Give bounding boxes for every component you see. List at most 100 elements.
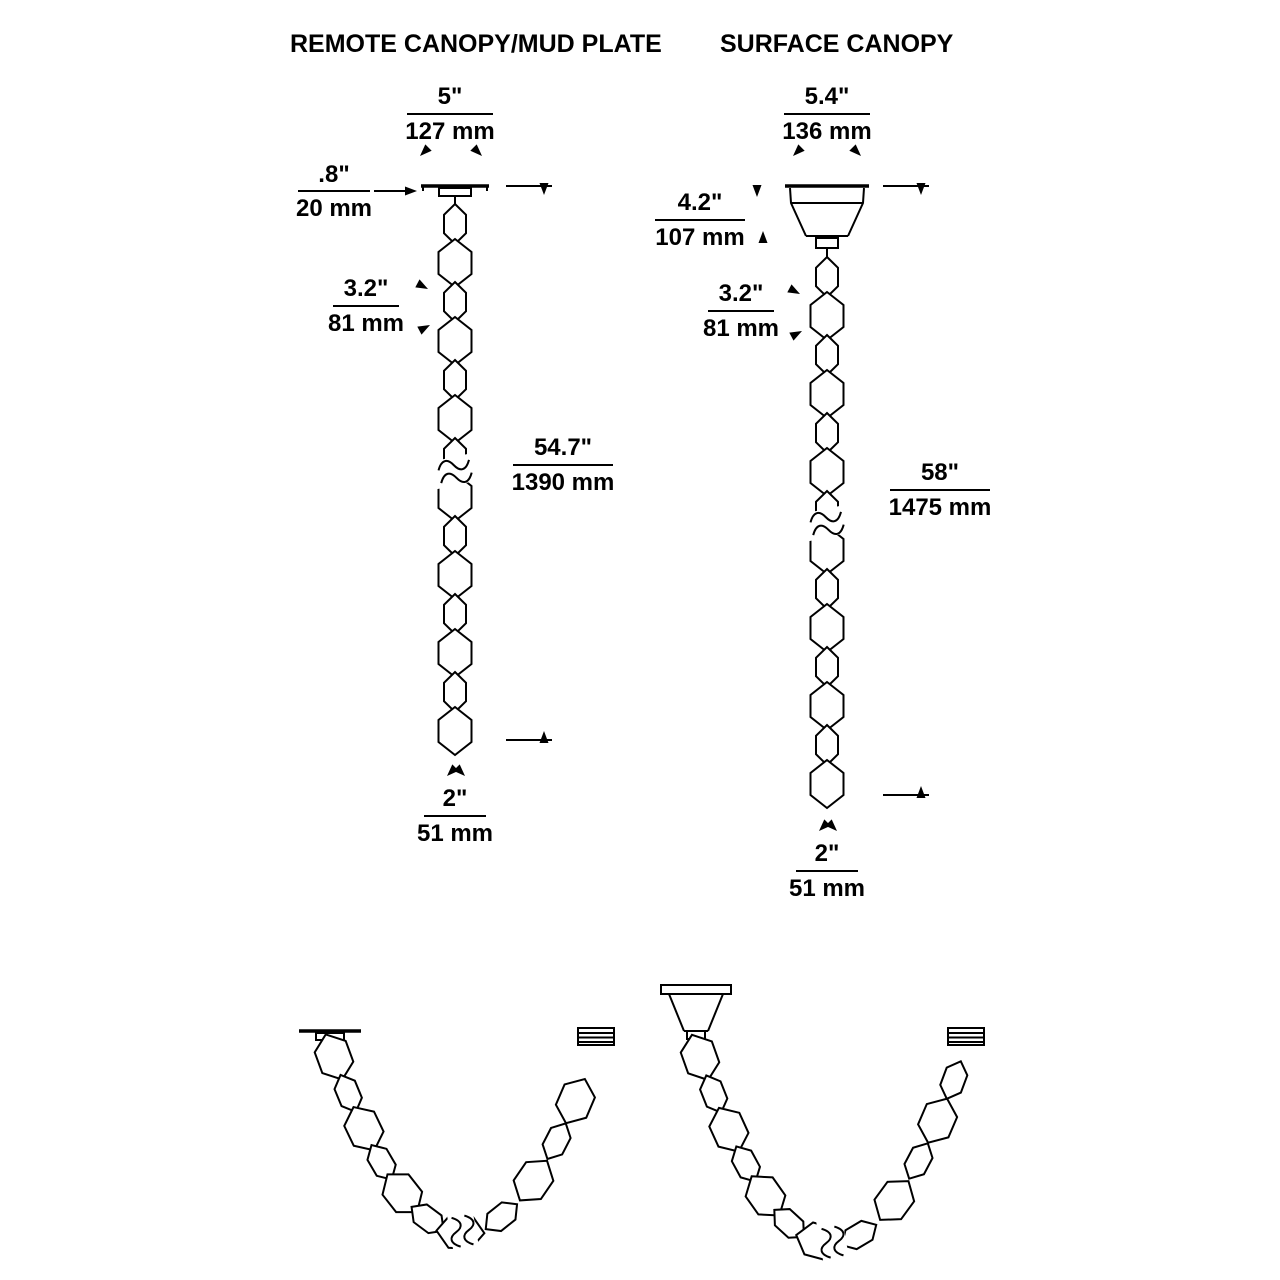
chain-link xyxy=(873,1180,916,1221)
dim-arrow xyxy=(916,786,926,798)
dim-link-in: 3.2" xyxy=(344,275,389,302)
chain-break xyxy=(816,1217,850,1267)
chain-link xyxy=(809,758,845,810)
break-mark xyxy=(437,459,470,471)
canopy-plate xyxy=(660,984,732,995)
dim-canopy-height: 4.2" 107 mm xyxy=(655,185,768,251)
break-mark xyxy=(463,1214,475,1246)
surface-canopy xyxy=(785,184,869,257)
dim-arrow xyxy=(417,321,433,335)
chain-link xyxy=(809,602,845,654)
mud-plate-canopy xyxy=(421,184,489,204)
chain-break xyxy=(446,1206,480,1256)
chain-link xyxy=(437,627,473,679)
dim-arrow xyxy=(539,183,549,195)
dim-width-mm: 136 mm xyxy=(782,118,871,145)
dim-bottom-in: 2" xyxy=(815,840,840,867)
dim-link-in: 3.2" xyxy=(719,280,764,307)
chain-link xyxy=(939,1060,969,1101)
left-title: REMOTE CANOPY/MUD PLATE xyxy=(290,30,662,58)
dim-bottom-mm: 51 mm xyxy=(417,820,493,847)
dim-arrow xyxy=(916,183,926,195)
dim-overall: 54.7" 1390 mm xyxy=(506,183,614,743)
chain-link xyxy=(903,1142,934,1180)
break-mark xyxy=(833,1225,845,1257)
chain-link xyxy=(484,1201,519,1233)
swag-remote-canopy xyxy=(299,1027,615,1256)
dim-overall-mm: 1390 mm xyxy=(512,469,615,496)
dim-arrow xyxy=(470,144,486,160)
dim-arrow xyxy=(789,327,805,341)
break-mask xyxy=(426,451,484,491)
canopy-hub xyxy=(438,187,472,197)
right-title: SURFACE CANOPY xyxy=(720,30,954,58)
dim-link-mm: 81 mm xyxy=(703,315,779,342)
break-mark xyxy=(440,472,473,484)
dim-arrow xyxy=(849,144,865,160)
chain-link xyxy=(437,237,473,289)
canopy-side xyxy=(789,187,807,237)
dim-overall-in: 58" xyxy=(921,459,959,486)
dim-arrow xyxy=(758,231,768,243)
chain xyxy=(679,1033,969,1262)
connector-anchor xyxy=(947,1027,985,1046)
dim-arrow xyxy=(752,185,762,197)
swag-surface-canopy xyxy=(660,984,985,1267)
dim-overall-mm: 1475 mm xyxy=(889,494,992,521)
connector-anchor xyxy=(577,1027,615,1046)
chain-link xyxy=(437,315,473,367)
dim-canopy-mm: 107 mm xyxy=(655,224,744,251)
chain-link xyxy=(916,1097,959,1144)
dim-arrow xyxy=(789,144,805,160)
chain-link xyxy=(809,446,845,498)
dim-bottom-mm: 51 mm xyxy=(789,875,865,902)
break-mark xyxy=(812,524,845,536)
chain xyxy=(437,202,473,757)
dim-width-mm: 127 mm xyxy=(405,118,494,145)
dim-arrow xyxy=(416,144,432,160)
dim-arrow xyxy=(787,284,803,298)
chain-link xyxy=(809,368,845,420)
chain-link xyxy=(512,1159,555,1202)
dim-arrow xyxy=(405,186,417,196)
dim-bottom-width: 2" 51 mm xyxy=(789,819,865,902)
chain-break xyxy=(798,503,856,543)
surface-canopy-diagram: 5.4" 136 mm 4.2" 107 mm 3.2" xyxy=(655,83,991,902)
break-mark xyxy=(820,1227,832,1259)
chain-link xyxy=(809,290,845,342)
dim-arrow xyxy=(539,731,549,743)
canopy-side xyxy=(668,993,685,1032)
chain-link xyxy=(679,1033,721,1082)
dim-overall-in: 54.7" xyxy=(534,434,592,461)
dim-link-mm: 81 mm xyxy=(328,310,404,337)
chain-link xyxy=(437,705,473,757)
chain-link xyxy=(554,1077,597,1125)
dim-width-in: 5.4" xyxy=(805,83,850,110)
chain-link xyxy=(809,680,845,732)
chain-link xyxy=(541,1122,572,1161)
dim-overall: 58" 1475 mm xyxy=(883,183,991,798)
dim-width: 5.4" 136 mm xyxy=(782,83,872,160)
canopy-side xyxy=(847,187,865,237)
canopy-side xyxy=(707,993,724,1032)
surface-canopy-anchor xyxy=(660,984,732,1040)
dim-canopy-in: .8" xyxy=(318,161,349,188)
canopy-neck xyxy=(815,237,839,249)
chain-link xyxy=(437,549,473,601)
chain-break xyxy=(426,451,484,491)
dim-link: 3.2" 81 mm xyxy=(703,280,805,342)
dim-width-in: 5" xyxy=(438,83,463,110)
dim-bottom-in: 2" xyxy=(443,785,468,812)
chain xyxy=(313,1033,597,1250)
break-mark xyxy=(809,511,842,523)
dim-link: 3.2" 81 mm xyxy=(328,275,433,337)
chain-link xyxy=(437,393,473,445)
dim-canopy-thickness: .8" 20 mm xyxy=(296,161,417,222)
dim-canopy-mm: 20 mm xyxy=(296,195,372,222)
break-mark xyxy=(450,1216,462,1248)
dim-bottom-width: 2" 51 mm xyxy=(417,764,493,847)
chain-link xyxy=(840,1219,878,1251)
dim-canopy-in: 4.2" xyxy=(678,189,723,216)
